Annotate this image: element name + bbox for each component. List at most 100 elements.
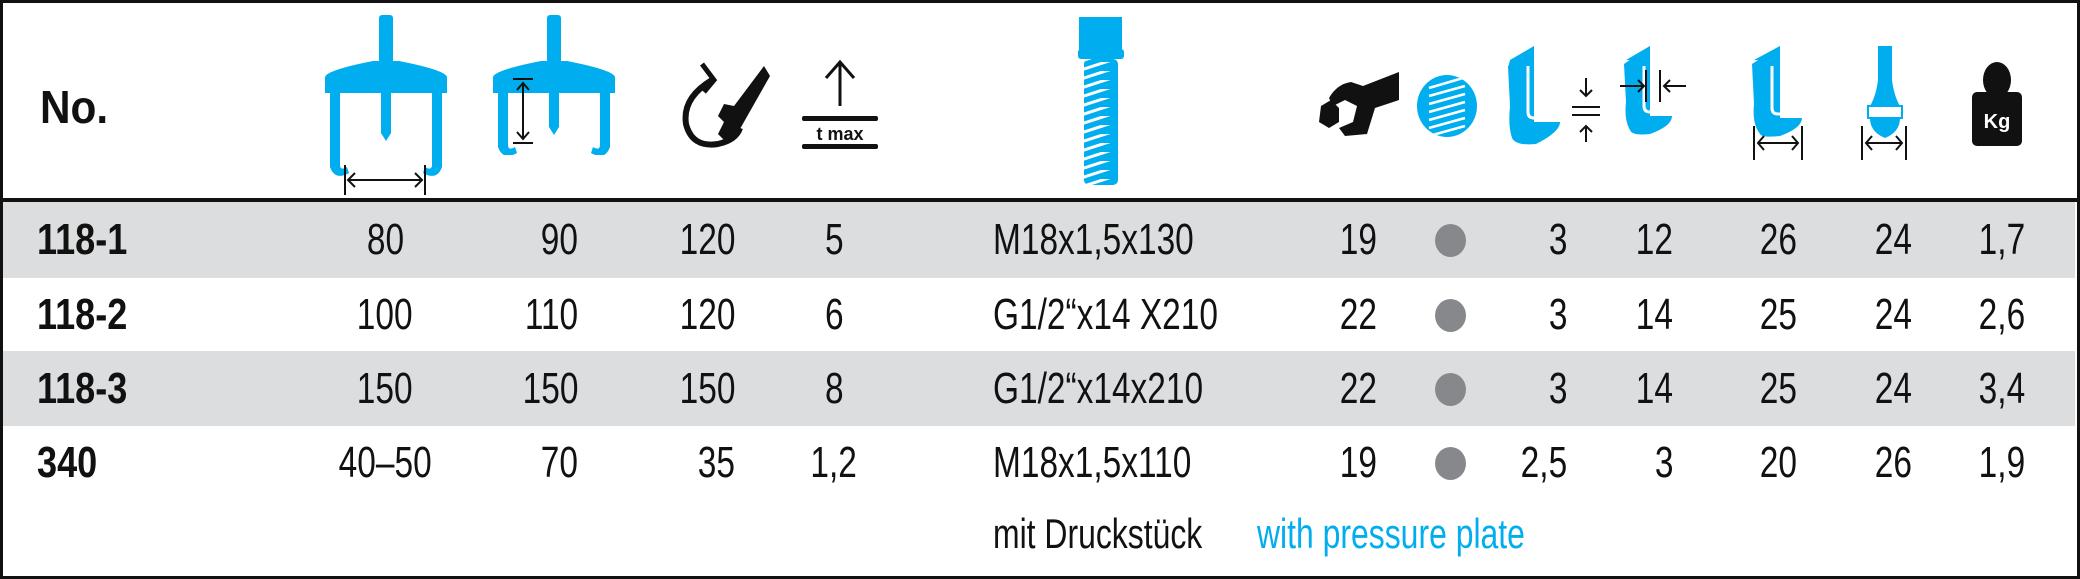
- cell-weight-text: 3,4: [1978, 363, 2025, 413]
- cell-c10-text: 20: [1759, 438, 1797, 487]
- header-no-label: No.: [40, 81, 109, 133]
- cell-thread: M18x1,5x130: [993, 202, 1313, 278]
- cell-weight: 2,6: [1925, 278, 2025, 351]
- pressure-plate-dot: [1435, 224, 1466, 257]
- weight-icon: Kg: [1972, 62, 2022, 146]
- cell-c8-text: 3: [1548, 363, 1567, 413]
- cell-c9-text: 14: [1635, 289, 1673, 339]
- cell-no-text: 118-2: [37, 289, 128, 339]
- cell-c9: 12: [1573, 202, 1673, 278]
- cell-tmax: 1,2: [774, 426, 894, 500]
- cell-span-text: 40–50: [338, 438, 432, 487]
- cell-weight: 3,4: [1925, 351, 2025, 426]
- cell-c10-text: 26: [1759, 215, 1797, 264]
- footer-legend-de-text: mit Druckstück: [993, 510, 1203, 557]
- cell-wrench-text: 22: [1339, 289, 1377, 339]
- cell-c8: 3: [1467, 202, 1567, 278]
- cell-c8: 2,5: [1467, 426, 1567, 500]
- cell-c9: 3: [1573, 426, 1673, 500]
- cell-reach: 70: [418, 426, 578, 500]
- cell-reach-text: 90: [540, 215, 578, 264]
- cell-c11-text: 24: [1874, 215, 1912, 264]
- tmax-label: t max: [816, 124, 863, 144]
- footer-legend-de: mit Druckstück: [993, 510, 1268, 558]
- cell-c11: 26: [1812, 426, 1912, 500]
- cell-c11-text: 24: [1874, 363, 1912, 413]
- cell-thread-text: M18x1,5x110: [993, 438, 1192, 487]
- cell-tmax: 5: [774, 202, 894, 278]
- cell-torque-text: 150: [679, 363, 735, 413]
- cell-wrench-text: 19: [1339, 438, 1377, 487]
- cell-no: 118-2: [37, 278, 237, 351]
- cell-weight: 1,9: [1925, 426, 2025, 500]
- cell-c8: 3: [1467, 351, 1567, 426]
- pressure-plate-dot: [1435, 447, 1466, 480]
- torque-wrench-icon: [682, 62, 770, 148]
- thread-pressure-icon: [1417, 75, 1477, 137]
- max-thickness-icon: t max: [802, 59, 878, 149]
- cell-no-text: 118-1: [37, 215, 128, 264]
- cell-c10: 25: [1697, 351, 1797, 426]
- cell-reach-text: 70: [540, 438, 578, 487]
- cell-span: 100: [305, 278, 465, 351]
- cell-wrench: 22: [1257, 351, 1377, 426]
- cell-c8-text: 3: [1548, 289, 1567, 339]
- cell-thread: M18x1,5x110: [993, 426, 1313, 500]
- cell-weight-text: 1,9: [1978, 438, 2025, 487]
- cell-c8-text: 2,5: [1520, 438, 1567, 487]
- table-row: 118-1 80 90 120 5 M18x1,5x130 19 3 12 26 24 1,7: [3, 202, 2075, 278]
- jaw-tip-width-icon: [1861, 46, 1907, 160]
- cell-span-text: 80: [366, 215, 404, 264]
- cell-c9: 14: [1573, 278, 1673, 351]
- cell-c11: 24: [1812, 202, 1912, 278]
- cell-no-text: 118-3: [37, 363, 128, 413]
- wrench-size-icon: [1319, 72, 1399, 136]
- puller-span-width-icon: [325, 15, 447, 195]
- cell-c9-text: 14: [1635, 363, 1673, 413]
- cell-c10-text: 25: [1759, 363, 1797, 413]
- cell-no-text: 340: [37, 438, 98, 487]
- pressure-plate-dot: [1435, 372, 1466, 406]
- cell-c11-text: 26: [1874, 438, 1912, 487]
- cell-torque-text: 120: [679, 289, 735, 339]
- cell-span-text: 100: [357, 289, 413, 339]
- table-row: 340 40–50 70 35 1,2 M18x1,5x110 19 2,5 3 20 26 1,9: [3, 426, 2075, 500]
- cell-reach: 110: [418, 278, 578, 351]
- cell-tmax: 8: [774, 351, 894, 426]
- cell-c9: 14: [1573, 351, 1673, 426]
- jaw-gap-icon: [1620, 46, 1686, 135]
- cell-c8: 3: [1467, 278, 1567, 351]
- cell-reach: 150: [418, 351, 578, 426]
- cell-torque-text: 35: [697, 438, 735, 487]
- pressure-plate-dot: [1435, 298, 1466, 332]
- cell-thread: G1/2“x14 X210: [993, 278, 1313, 351]
- kg-label: Kg: [1984, 111, 2011, 133]
- cell-wrench-text: 19: [1339, 215, 1377, 264]
- cell-torque: 120: [575, 278, 735, 351]
- cell-tmax-text: 5: [824, 215, 844, 264]
- cell-torque: 35: [575, 426, 735, 500]
- cell-c9-text: 12: [1635, 215, 1673, 264]
- footer-legend-en: with pressure plate: [1257, 510, 1610, 558]
- cell-c9-text: 3: [1654, 438, 1673, 487]
- cell-weight-text: 1,7: [1978, 215, 2025, 264]
- cell-tmax-text: 8: [824, 363, 844, 413]
- jaw-thickness-icon: [1508, 46, 1600, 145]
- cell-no: 340: [37, 426, 237, 500]
- cell-reach-text: 110: [524, 289, 578, 339]
- cell-reach: 90: [418, 202, 578, 278]
- cell-c10: 26: [1697, 202, 1797, 278]
- spindle-thread-icon: [1078, 17, 1124, 185]
- cell-torque-text: 120: [679, 215, 735, 264]
- footer-legend-en-text: with pressure plate: [1257, 510, 1525, 557]
- cell-weight: 1,7: [1925, 202, 2025, 278]
- cell-wrench: 19: [1257, 202, 1377, 278]
- cell-wrench: 19: [1257, 426, 1377, 500]
- cell-span: 40–50: [305, 426, 465, 500]
- cell-reach-text: 150: [522, 363, 578, 413]
- cell-thread: G1/2“x14x210: [993, 351, 1313, 426]
- cell-span: 80: [305, 202, 465, 278]
- cell-no: 118-3: [37, 351, 237, 426]
